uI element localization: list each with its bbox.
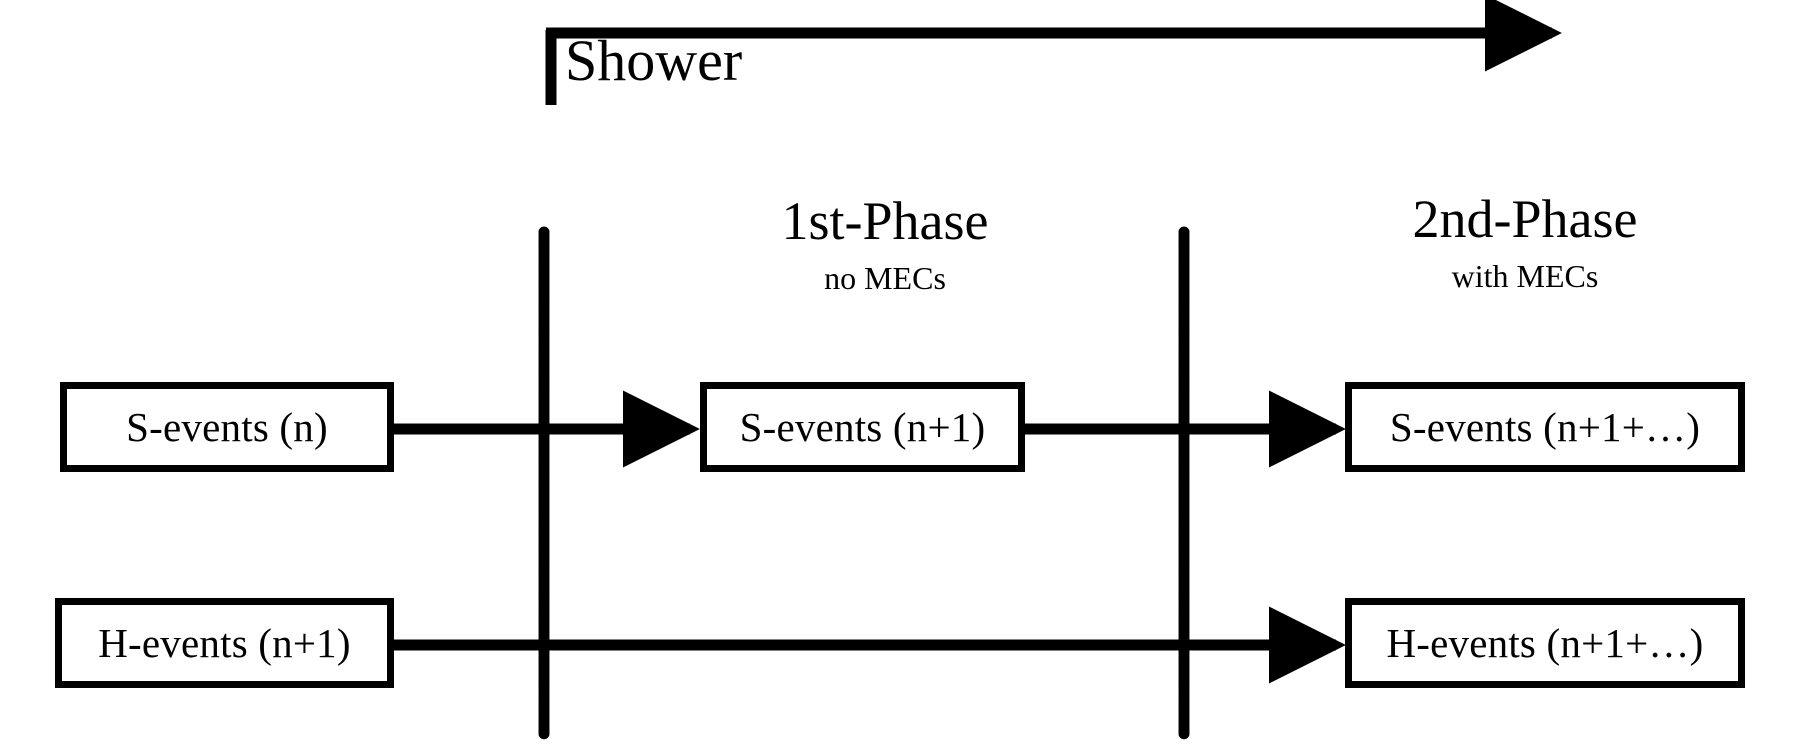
phase-2-heading: 2nd-Phase with MECs bbox=[1260, 192, 1790, 292]
node-h-events-n-plus-1-plus[interactable]: H-events (n+1+…) bbox=[1345, 598, 1745, 688]
node-s-events-n[interactable]: S-events (n) bbox=[60, 382, 394, 472]
node-s-events-n-label: S-events (n) bbox=[126, 403, 328, 450]
node-s-events-n-plus-1-label: S-events (n+1) bbox=[739, 403, 986, 450]
node-s-events-n-plus-1-plus[interactable]: S-events (n+1+…) bbox=[1345, 382, 1745, 472]
node-h-events-n-plus-1[interactable]: H-events (n+1) bbox=[55, 598, 394, 688]
shower-evolution-axis bbox=[545, 0, 1562, 105]
phase-1-subtitle: no MECs bbox=[824, 260, 946, 296]
node-s-events-n-plus-1[interactable]: S-events (n+1) bbox=[700, 382, 1025, 472]
node-h-events-n-plus-1-plus-label: H-events (n+1+…) bbox=[1386, 619, 1704, 666]
node-h-events-n-plus-1-label: H-events (n+1) bbox=[98, 619, 351, 666]
shower-axis-label: Shower bbox=[565, 28, 743, 93]
node-s-events-n-plus-1-plus-label: S-events (n+1+…) bbox=[1389, 403, 1701, 450]
phase-2-title: 2nd-Phase bbox=[1412, 189, 1638, 249]
phase-1-heading: 1st-Phase no MECs bbox=[620, 194, 1150, 294]
phase-2-subtitle: with MECs bbox=[1451, 258, 1599, 294]
phase-1-title: 1st-Phase bbox=[781, 191, 989, 251]
